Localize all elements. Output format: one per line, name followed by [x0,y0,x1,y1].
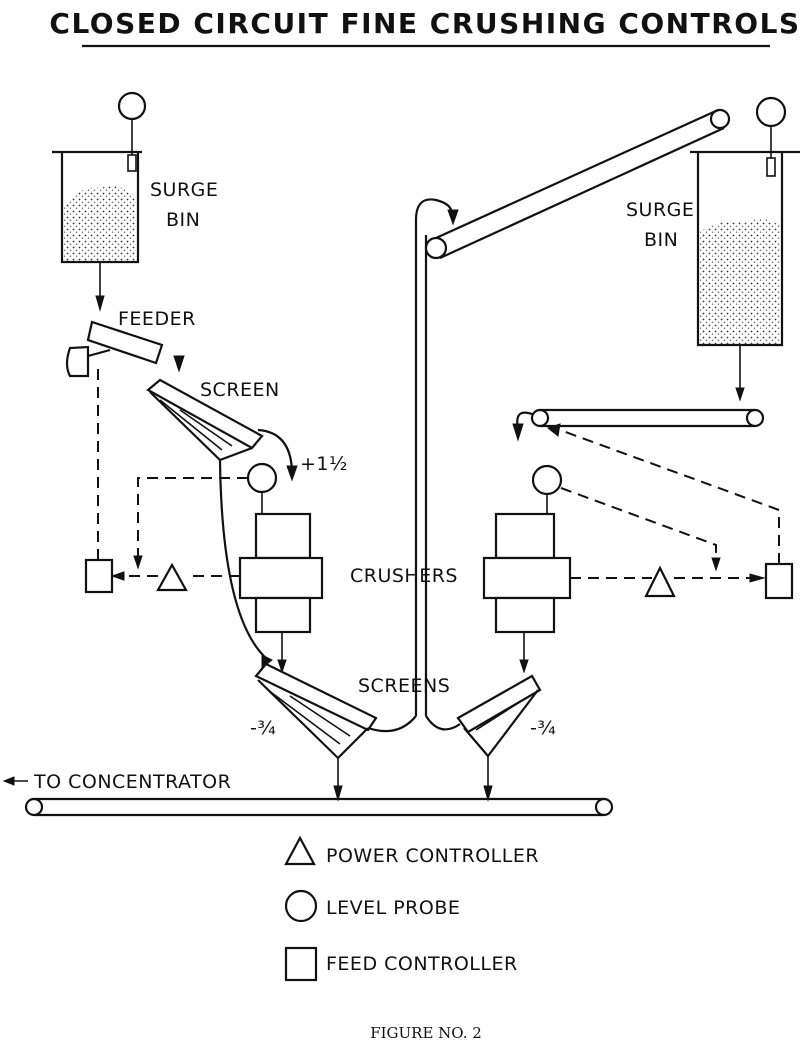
to-concentrator-label: TO CONCENTRATOR [33,771,231,793]
feeder-discharge-arrow [173,355,185,373]
crushers-label: CRUSHERS [350,565,458,587]
right-surge-bin [690,150,800,347]
right-feed-conveyor [530,408,765,428]
right-surge-bin-label-2: BIN [644,229,678,251]
to-concentrator-arrow [2,776,28,786]
left-feed-controller [84,558,114,594]
oversize-label: +1½ [300,453,348,475]
concentrator-conveyor [24,797,614,817]
legend-square-icon [284,946,318,982]
left-surge-bin-label-2: BIN [166,209,200,231]
right-secondary-screen [456,674,542,758]
screens-label: SCREENS [358,675,450,697]
inclined-conveyor [424,108,731,260]
left-power-controller [156,562,188,592]
left-crusher [238,512,324,634]
legend-circle-icon [284,889,318,923]
left-bin-level-probe [117,91,147,172]
screen-label: SCREEN [200,379,280,401]
right-bin-level-probe [755,96,787,177]
right-crusher [482,512,572,634]
undersize-left-label: -¾ [250,717,276,739]
right-power-controller [644,565,676,598]
undersize-right-label: -¾ [530,717,556,739]
legend-label-power-controller: POWER CONTROLLER [326,845,539,867]
diagram-title: CLOSED CIRCUIT FINE CRUSHING CONTROLS [49,7,800,40]
legend-label-feed-controller: FEED CONTROLLER [326,953,518,975]
feeder-label: FEEDER [118,308,196,330]
legend: POWER CONTROLLER LEVEL PROBE FEED CONTRO… [284,835,539,982]
right-feed-controller [764,562,794,600]
legend-triangle-icon [284,835,316,866]
legend-label-level-probe: LEVEL PROBE [326,897,460,919]
figure-caption: FIGURE NO. 2 [370,1024,482,1042]
feeder [65,320,164,378]
right-surge-bin-label-1: SURGE [626,199,694,221]
left-surge-bin-label-1: SURGE [150,179,218,201]
